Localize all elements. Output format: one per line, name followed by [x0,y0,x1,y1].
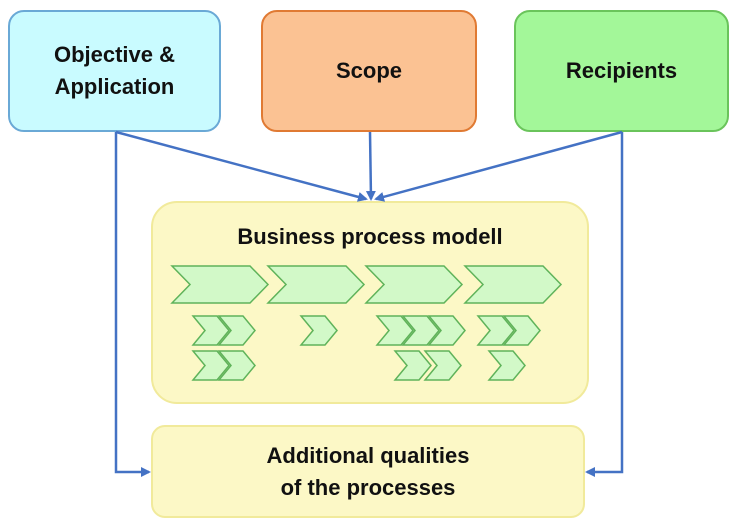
arrow-objective-to-qualities [114,132,151,477]
sub-process-chevron-5 [299,315,338,346]
arrow-objective-to-model [115,130,368,202]
sub-process-chevron-6 [375,315,414,346]
sub-process-chevron-3 [191,350,230,381]
business-process-model-label: Business process modell [237,224,503,249]
sub-process-chevron-8 [427,315,466,346]
sub-process-chevron-9 [393,350,432,381]
scope-label: Scope [335,58,403,83]
main-process-chevron-4 [463,265,563,304]
recipients-box: Recipients [514,10,729,132]
sub-process-chevron-2 [217,315,256,346]
arrow-recipients-to-qualities [585,132,624,477]
sub-process-chevron-10 [423,350,462,381]
additional-qualities-label: Additional qualities of the processes [266,442,470,500]
objective-application-box: Objective & Application [8,10,221,132]
additional-qualities-box: Additional qualities of the processes [151,425,585,518]
scope-box: Scope [261,10,477,132]
arrow-recipients-to-model [374,130,623,202]
objective-application-label: Objective & Application [53,42,176,99]
main-process-chevron-1 [170,265,270,304]
sub-process-chevron-11 [476,315,515,346]
sub-process-chevron-12 [502,315,541,346]
recipients-label: Recipients [565,58,678,83]
main-process-chevron-3 [364,265,464,304]
arrow-scope-to-model [365,131,376,201]
sub-process-chevron-13 [487,350,526,381]
connector-arrows [114,130,624,477]
sub-process-chevron-7 [401,315,440,346]
main-process-chevron-2 [266,265,366,304]
sub-process-chevron-4 [217,350,256,381]
process-chevrons [170,265,563,381]
sub-process-chevron-1 [191,315,230,346]
